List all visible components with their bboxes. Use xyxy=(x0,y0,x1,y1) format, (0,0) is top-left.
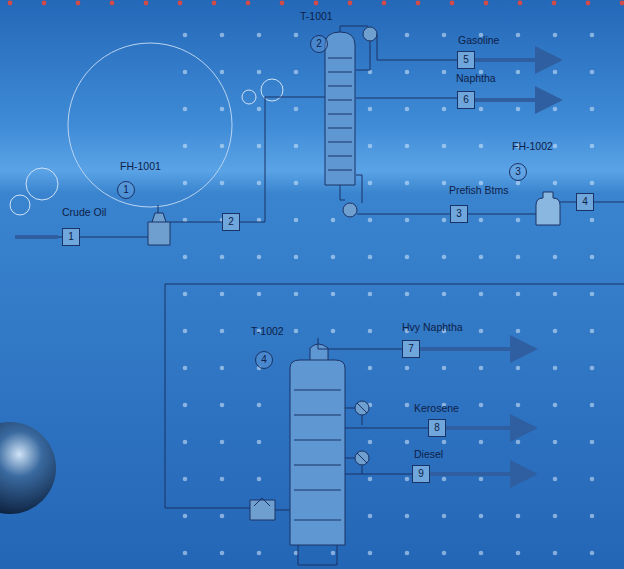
stream-name: Hvy Naphtha xyxy=(402,322,463,334)
stream-name: Kerosene xyxy=(414,403,459,415)
equipment-tag: FH-1002 xyxy=(512,141,553,153)
callout-number: 4 xyxy=(261,355,267,365)
stream-number-box: 8 xyxy=(428,419,446,437)
stream-number: 3 xyxy=(456,209,462,219)
stream-number-box: 9 xyxy=(412,465,430,483)
stream-name: Naphtha xyxy=(456,73,496,85)
stream-number: 7 xyxy=(408,344,414,354)
stream-number-box: 5 xyxy=(457,51,475,69)
stream-name: Crude Oil xyxy=(62,207,106,219)
callout-number: 2 xyxy=(316,39,322,49)
callout-circle: 4 xyxy=(255,351,273,369)
callout-number: 3 xyxy=(515,167,521,177)
stream-name: Diesel xyxy=(414,449,443,461)
stream-number: 4 xyxy=(582,197,588,207)
stream-number: 2 xyxy=(228,217,234,227)
stream-number: 6 xyxy=(463,95,469,105)
stream-number: 8 xyxy=(434,423,440,433)
equipment-tag: FH-1001 xyxy=(120,161,161,173)
callout-circle: 3 xyxy=(509,163,527,181)
callout-number: 1 xyxy=(123,185,129,195)
callout-circle: 1 xyxy=(117,181,135,199)
stream-number-box: 4 xyxy=(576,193,594,211)
callout-circle: 2 xyxy=(310,35,328,53)
equipment-tag: T-1002 xyxy=(251,326,284,338)
stream-name: Prefish Btms xyxy=(449,185,509,197)
stream-number-box: 3 xyxy=(450,205,468,223)
stream-number-box: 2 xyxy=(222,213,240,231)
stream-number: 1 xyxy=(68,232,74,242)
stream-number: 5 xyxy=(463,55,469,65)
stream-number-box: 7 xyxy=(402,340,420,358)
stream-number-box: 1 xyxy=(62,228,80,246)
equipment-tag: T-1001 xyxy=(300,11,333,23)
stream-name: Gasoline xyxy=(458,35,499,47)
stream-number: 9 xyxy=(418,469,424,479)
stream-number-box: 6 xyxy=(457,91,475,109)
